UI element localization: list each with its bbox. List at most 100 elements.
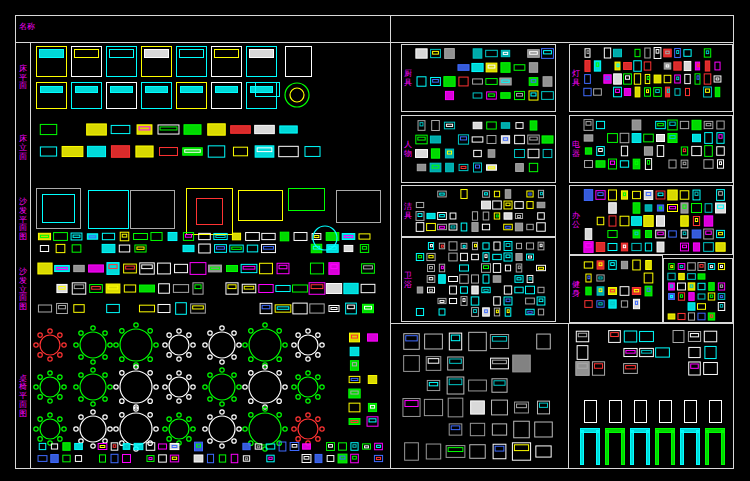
furniture-block	[513, 355, 531, 372]
furniture-block	[678, 313, 685, 319]
furniture-block	[704, 216, 712, 226]
furniture-block	[215, 50, 239, 58]
furniture-block	[538, 309, 543, 315]
furniture-block	[431, 49, 441, 57]
furniture-block	[704, 160, 713, 169]
furniture-block	[644, 216, 653, 227]
furniture-block	[599, 289, 602, 292]
furniture-block	[531, 80, 536, 83]
furniture-block	[665, 87, 669, 97]
furniture-block	[431, 77, 441, 85]
furniture-block	[56, 244, 65, 252]
table-symbol	[237, 427, 241, 431]
furniture-block	[57, 284, 67, 292]
furniture-block	[674, 62, 681, 70]
furniture-block	[504, 297, 512, 305]
furniture-block	[293, 303, 307, 314]
furniture-block	[493, 201, 502, 209]
furniture-block	[473, 122, 482, 128]
table-symbol	[285, 83, 309, 107]
furniture-block	[340, 456, 345, 459]
table-symbol	[167, 417, 171, 421]
furniture-block	[500, 78, 511, 85]
furniture-block	[120, 232, 129, 241]
furniture-block	[264, 246, 274, 249]
furniture-block	[597, 301, 604, 307]
furniture-block	[597, 275, 604, 281]
furniture-block	[63, 455, 70, 462]
furniture-block	[578, 364, 587, 369]
furniture-block	[609, 190, 617, 200]
furniture-block	[678, 264, 685, 270]
furniture-block	[621, 261, 627, 268]
furniture-block	[339, 443, 347, 450]
furniture-block	[212, 47, 242, 77]
table-symbol	[169, 335, 189, 355]
table-symbol	[148, 357, 152, 361]
furniture-block	[304, 457, 309, 460]
furniture-block	[418, 137, 425, 140]
furniture-block	[494, 297, 501, 305]
furniture-block	[646, 260, 652, 269]
table-symbol	[320, 427, 324, 431]
furniture-block	[669, 160, 676, 168]
furniture-block	[646, 193, 650, 196]
furniture-block	[377, 445, 381, 447]
furniture-block	[460, 275, 469, 284]
furniture-block	[501, 123, 509, 129]
furniture-block	[476, 165, 480, 168]
furniture-block	[427, 276, 435, 283]
table-symbol	[148, 329, 152, 333]
furniture-block	[242, 284, 256, 293]
furniture-block	[515, 202, 523, 209]
furniture-block	[250, 50, 274, 58]
furniture-block	[692, 204, 702, 213]
category-label: 床平面	[19, 65, 27, 91]
furniture-block	[87, 234, 97, 239]
furniture-block	[433, 79, 439, 82]
table-symbol	[249, 371, 253, 375]
furniture-block	[504, 201, 512, 209]
table-symbol	[220, 360, 224, 364]
furniture-block	[57, 303, 68, 313]
furniture-block	[209, 265, 222, 272]
furniture-block	[75, 443, 83, 449]
furniture-block	[538, 242, 544, 250]
furniture-block	[98, 443, 107, 449]
furniture-block	[438, 224, 447, 229]
furniture-block	[329, 305, 339, 311]
table-symbol	[191, 385, 195, 389]
furniture-block	[294, 233, 307, 241]
furniture-block	[432, 165, 439, 168]
furniture-block	[688, 274, 696, 280]
furniture-block	[257, 446, 260, 448]
furniture-block	[596, 161, 605, 167]
furniture-block	[496, 310, 498, 313]
furniture-block	[125, 446, 128, 448]
table-symbol	[220, 368, 224, 372]
furniture-block	[493, 276, 501, 282]
furniture-block	[530, 121, 537, 130]
furniture-block	[537, 223, 546, 231]
furniture-block	[596, 243, 604, 252]
furniture-block	[576, 331, 588, 342]
table-symbol	[120, 371, 124, 375]
grid-line	[15, 42, 733, 43]
furniture-block	[255, 146, 274, 157]
furniture-block	[495, 446, 504, 451]
furniture-block	[610, 290, 614, 292]
furniture-block	[327, 456, 334, 462]
furniture-block	[439, 243, 444, 249]
table-symbol	[91, 368, 95, 372]
table-symbol	[277, 371, 281, 375]
furniture-block	[305, 147, 320, 157]
furniture-block	[620, 287, 629, 296]
table-symbol	[48, 357, 52, 361]
furniture-block	[708, 293, 714, 300]
furniture-block	[362, 264, 375, 273]
furniture-block	[430, 245, 432, 247]
furniture-block	[266, 444, 275, 449]
furniture-block	[73, 235, 80, 237]
table-symbol	[40, 335, 60, 355]
furniture-block	[584, 88, 591, 95]
